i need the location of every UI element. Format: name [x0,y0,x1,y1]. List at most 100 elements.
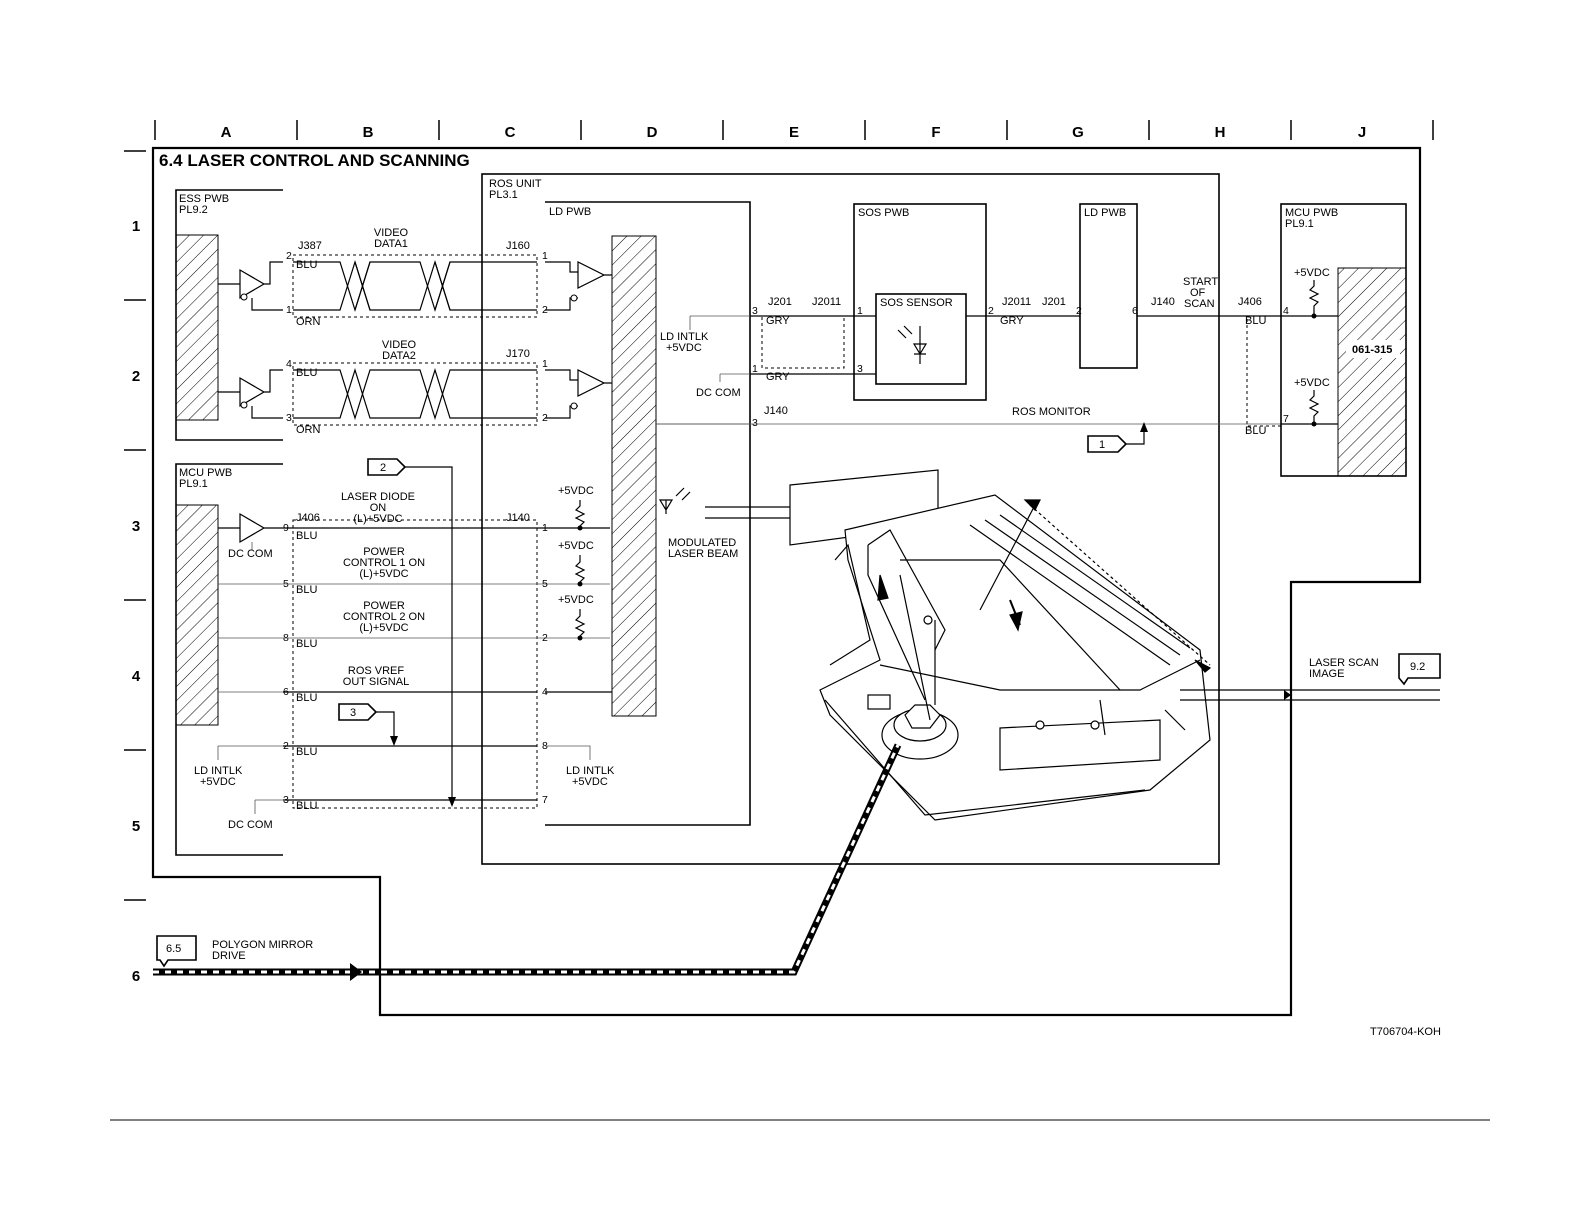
scan-label-b: IMAGE [1309,668,1344,680]
ld-v5-3: +5VDC [558,594,594,606]
scan-label-a: LASER SCAN [1309,657,1379,669]
mod-label-a: MODULATED [668,537,736,549]
sos-harness: J201 J2011 GRY GRY [750,296,854,383]
sos-label-b: OF [1190,287,1206,299]
conn-j406-right: J406 [1238,296,1262,308]
mcu-right-v2: +5VDC [1294,377,1330,389]
pc2-label-c: (L)+5VDC [359,622,408,634]
row-label-3: 3 [132,518,140,535]
conn-j170: J170 [506,348,530,360]
row-label-2: 2 [132,368,140,385]
col-label-e: E [789,124,799,141]
conn-j140-left: J140 [506,512,530,524]
col-label-c: C [505,124,516,141]
flag-3: 3 [338,703,398,746]
wire-blu-6: BLU [296,692,317,704]
row-label-6: 6 [132,968,140,985]
ros-unit: ROS UNIT PL3.1 [481,173,1220,865]
col-label-d: D [647,124,658,141]
ld-v5-1: +5VDC [558,485,594,497]
wire-gry-1: GRY [766,315,790,327]
ld-in-pin-2a: 2 [542,304,548,316]
mcu-left-ld-intlk: LD INTLK [194,765,243,777]
ld-pwb-2: LD PWB 2 6 [1076,203,1138,369]
sos-label-c: SCAN [1184,298,1215,310]
video2-label-b: DATA2 [382,350,416,362]
ess-pin-2: 2 [286,250,292,262]
poly-label-b: DRIVE [212,950,246,962]
conn-j201: J201 [768,296,792,308]
conn-j2011: J2011 [812,296,841,308]
pc1-label-a: POWER [363,546,405,558]
wire-blu-r1: BLU [1245,315,1266,327]
column-ruler: A B C D E F G H J [154,120,1434,141]
flag-3-text: 3 [350,707,356,719]
page-title: 6.4 LASER CONTROL AND SCANNING [159,151,470,170]
mcu-left-name: MCU PWB [179,467,232,479]
wire-blu-8: BLU [296,800,317,812]
ld-right-intlk-a: LD INTLK [660,331,709,343]
left-control-wires [283,527,610,801]
flag-1-text: 1 [1099,439,1105,451]
ess-pwb: ESS PWB PL9.2 2 1 4 3 [175,189,292,441]
drawing-code: T706704-KOH [1370,1026,1441,1038]
ld-out-pin-3b: 3 [752,417,758,429]
diagram-frame [151,146,1422,1017]
row-ruler: 1 2 3 4 5 6 [124,150,146,985]
ros-unit-ref: PL3.1 [489,189,518,201]
left-harness-connectors [292,254,538,809]
sos-to-ld2-wire: J2011 J201 GRY [986,296,1080,327]
sos-pwb: SOS PWB SOS SENSOR 1 3 2 [853,203,994,401]
pc1-label-b: CONTROL 1 ON [343,557,425,569]
ld-in2-pin-7: 7 [542,794,548,806]
conn-j387: J387 [298,240,322,252]
pc2-label-b: CONTROL 2 ON [343,611,425,623]
ld-on-label-a: LASER DIODE [341,491,415,503]
row-label-4: 4 [132,668,141,685]
ld-on-label-c: (L)+5VDC [353,513,402,525]
wire-blu-3: BLU [296,530,317,542]
ld-v5-2: +5VDC [558,540,594,552]
flag-2: 2 [367,458,456,807]
start-of-scan-wire: J140 START OF SCAN J406 BLU BLU [1137,276,1282,437]
wire-gry-3: GRY [1000,315,1024,327]
flag-92-text: 9.2 [1410,661,1425,673]
conn-j2011b: J2011 [1002,296,1031,308]
video2-label-a: VIDEO [382,339,417,351]
flag-2-text: 2 [380,462,386,474]
ros-monitor-label: ROS MONITOR [1012,406,1091,418]
conn-j140-right: J140 [1151,296,1175,308]
wire-blu-r2: BLU [1245,425,1266,437]
laser-scan-output: LASER SCAN IMAGE 9.2 [1180,653,1441,701]
ld-in-pin-1a: 1 [542,250,548,262]
ros-monitor-wire: J140 ROS MONITOR 1 [656,405,1281,453]
ess-pin-3: 3 [286,412,292,424]
wire-blu-4: BLU [296,584,317,596]
sos-out-pin-2: 2 [988,305,994,317]
mcu-right-code: 061-315 [1352,344,1392,356]
conn-j140-mon: J140 [764,405,788,417]
mcu-right-ref: PL9.1 [1285,218,1314,230]
sos-in-pin-1: 1 [857,305,863,317]
sos-sensor-name: SOS SENSOR [880,297,953,309]
row-label-5: 5 [132,818,140,835]
ess-pin-1: 1 [286,304,292,316]
ess-pwb-ref: PL9.2 [179,204,208,216]
ess-pwb-name: ESS PWB [179,193,229,205]
wire-gry-2: GRY [766,371,790,383]
ld-pwb-ld-intlk: LD INTLK [566,765,615,777]
wire-orn-2: ORN [296,424,321,436]
mcu-left-dc-com2: DC COM [228,819,273,831]
poly-label-a: POLYGON MIRROR [212,939,313,951]
mcu-left-ref: PL9.1 [179,478,208,490]
wire-blu-2: BLU [296,367,317,379]
ld-pwb-ld-intlk-v: +5VDC [572,776,608,788]
mcu-r-pin-4: 4 [1283,305,1289,317]
pc2-label-a: POWER [363,600,405,612]
sos-pwb-name: SOS PWB [858,207,909,219]
wire-blu-1: BLU [296,259,317,271]
ld2-out-pin-6: 6 [1132,305,1138,317]
ld-right-dc-com: DC COM [696,387,741,399]
ld2-in-pin-2: 2 [1076,305,1082,317]
mcu-right-v1: +5VDC [1294,267,1330,279]
